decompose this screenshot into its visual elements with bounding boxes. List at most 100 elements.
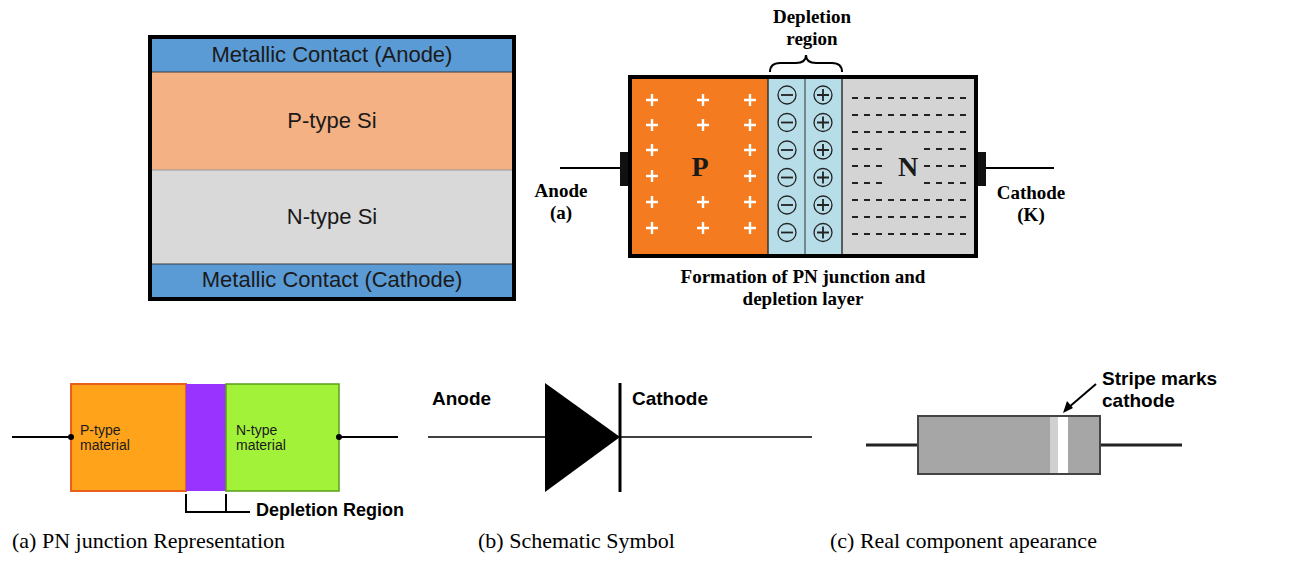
- p-layer: [150, 72, 514, 170]
- stripe-arrowhead: [1063, 401, 1073, 413]
- device-outline: [150, 37, 514, 299]
- electron-dash: [936, 233, 942, 235]
- electron-dash: [864, 131, 870, 133]
- negative-ion-sign: [781, 177, 793, 179]
- electron-dash: [852, 216, 858, 218]
- cathode-stripe: [1058, 417, 1068, 473]
- negative-ion: [778, 86, 796, 104]
- electron-dash: [864, 199, 870, 201]
- junction-outline: [630, 77, 976, 256]
- electron-dash: [900, 233, 906, 235]
- depletion-bracket: [186, 494, 250, 512]
- node-text: P-type Si: [287, 109, 376, 133]
- electron-dash: [936, 97, 942, 99]
- electron-dash: [960, 97, 966, 99]
- subfigure-caption: (a) PN junction Representation: [12, 528, 285, 553]
- electron-dash: [852, 131, 858, 133]
- electron-dash: [864, 182, 870, 184]
- electron-dash: [912, 131, 918, 133]
- electron-dash: [852, 199, 858, 201]
- electron-dash: [936, 165, 942, 167]
- anode-contact-layer: [150, 37, 514, 72]
- node-text: P-type material: [80, 423, 152, 454]
- anode-wire: [560, 167, 624, 169]
- electron-dash: [960, 148, 966, 150]
- electron-dash: [852, 182, 858, 184]
- node-text: P: [691, 153, 708, 181]
- material-box: P-type material: [72, 386, 186, 490]
- electron-dash: [864, 97, 870, 99]
- hole-plus-sign: [646, 196, 658, 208]
- region-label: Depletion region: [758, 6, 866, 50]
- cathode-stripe: [1050, 417, 1058, 473]
- cathode-wire: [984, 167, 1054, 169]
- hole-plus-sign: [646, 119, 658, 131]
- hole-plus-sign: [646, 144, 658, 156]
- depletion-region: [768, 77, 842, 256]
- lead-wire: [340, 436, 398, 438]
- component-lead: [866, 444, 918, 447]
- positive-ion: [814, 196, 832, 214]
- node-text: Metallic Contact (Anode): [212, 43, 453, 67]
- layer-boundary: [150, 264, 514, 265]
- layer-boundary: [150, 72, 514, 73]
- depletion-band: [186, 384, 226, 491]
- layer-boundary: [150, 170, 514, 171]
- node-text: N-type material: [236, 423, 308, 454]
- electron-dash: [924, 148, 930, 150]
- hole-plus-sign: [744, 144, 756, 156]
- callout-label: Stripe marks cathode: [1102, 368, 1294, 412]
- hole-plus-sign: [646, 170, 658, 182]
- region-label: Depletion Region: [256, 500, 404, 521]
- diode-bar: [619, 383, 622, 492]
- electron-dash: [936, 199, 942, 201]
- electron-dash: [852, 233, 858, 235]
- component-body: [918, 416, 1100, 474]
- terminal-label: Anode (a): [524, 180, 598, 224]
- component-lead: [1100, 444, 1182, 447]
- electron-dash: [948, 114, 954, 116]
- positive-ion-sign: [817, 199, 829, 211]
- hole-plus-sign: [744, 119, 756, 131]
- electron-dash: [900, 199, 906, 201]
- electron-dash: [924, 216, 930, 218]
- electron-dash: [864, 216, 870, 218]
- anode-lead: [428, 436, 545, 438]
- positive-ion-sign: [817, 172, 829, 184]
- electron-dash: [852, 97, 858, 99]
- electron-dash: [864, 233, 870, 235]
- layer-band: P-type Si: [152, 72, 512, 170]
- hole-plus-sign: [744, 196, 756, 208]
- negative-ion-sign: [781, 94, 793, 96]
- p-material: [71, 384, 186, 491]
- electron-dash: [876, 97, 882, 99]
- electron-dash: [900, 97, 906, 99]
- hole-plus-sign: [646, 94, 658, 106]
- positive-ion-sign: [817, 227, 829, 239]
- electron-dash: [960, 165, 966, 167]
- electron-dash: [936, 148, 942, 150]
- electron-dash: [924, 114, 930, 116]
- electron-dash: [948, 148, 954, 150]
- negative-ion: [778, 224, 796, 242]
- p-region-box: P: [632, 79, 768, 254]
- electron-dash: [936, 131, 942, 133]
- electron-dash: [924, 131, 930, 133]
- electron-dash: [960, 216, 966, 218]
- negative-ion: [778, 196, 796, 214]
- electron-dash: [876, 165, 882, 167]
- hole-plus-sign: [697, 94, 709, 106]
- layer-band: N-type Si: [152, 170, 512, 264]
- positive-ion: [814, 114, 832, 132]
- electron-dash: [936, 216, 942, 218]
- electron-dash: [948, 182, 954, 184]
- n-layer: [150, 170, 514, 264]
- terminal-dot: [336, 434, 342, 440]
- electron-dash: [888, 97, 894, 99]
- electron-dash: [912, 97, 918, 99]
- electron-dash: [960, 131, 966, 133]
- electron-dash: [888, 131, 894, 133]
- n-region-box: N: [842, 79, 974, 254]
